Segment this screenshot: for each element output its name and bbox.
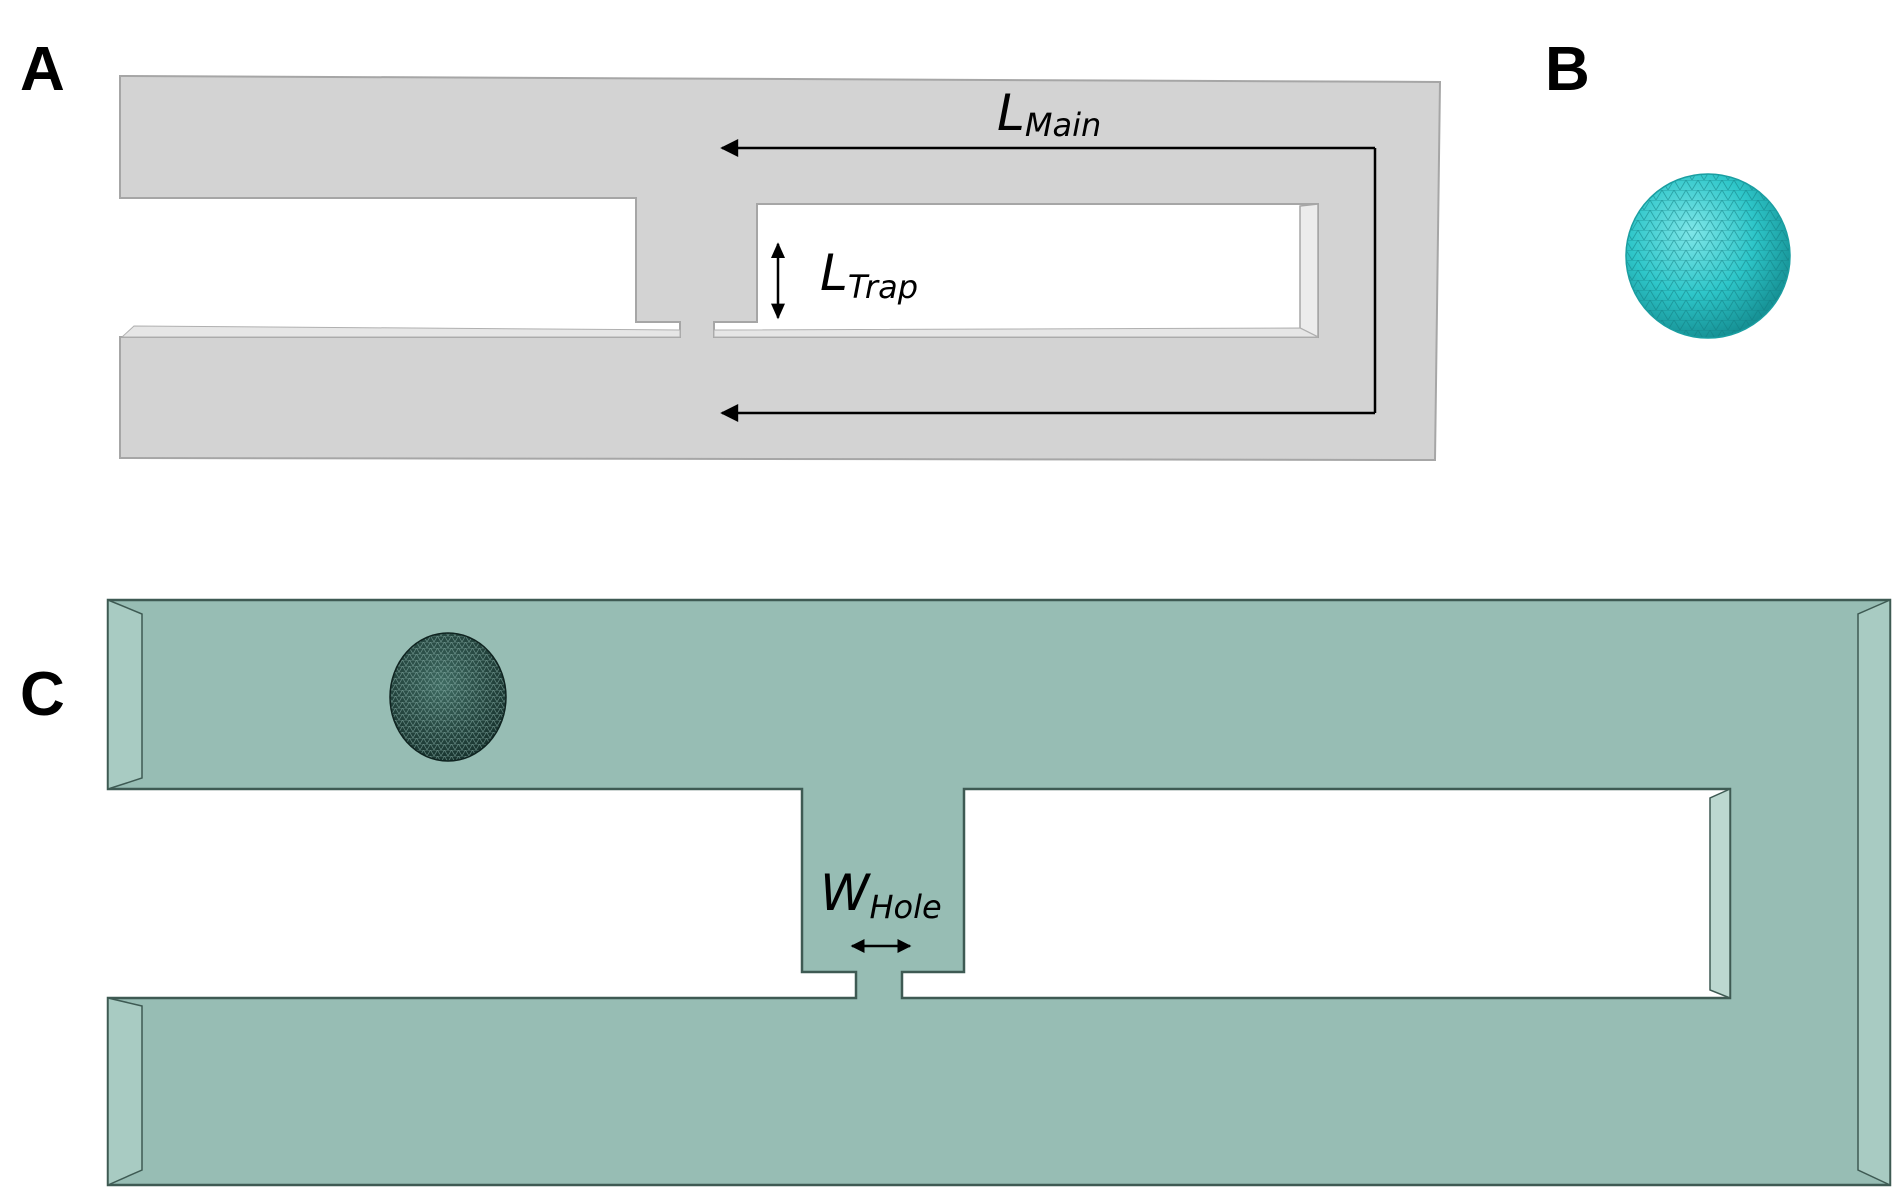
panel-c-particle (389, 632, 507, 762)
l-main-label: LMain (997, 84, 1101, 144)
panel-c-channel: WHole (106, 598, 1892, 1187)
panel-b-label: B (1545, 35, 1590, 104)
channel-a-body (119, 74, 1442, 462)
channel-c-body (106, 598, 1892, 1187)
panel-a-channel: LMain LTrap (119, 74, 1442, 462)
w-hole-label: WHole (820, 864, 942, 926)
l-main-flow-arrows (720, 139, 1377, 422)
panel-b-meshed-sphere (1625, 173, 1791, 339)
panel-c-label: C (20, 660, 65, 729)
panel-a-label: A (20, 35, 65, 104)
l-trap-label: LTrap (820, 244, 918, 306)
